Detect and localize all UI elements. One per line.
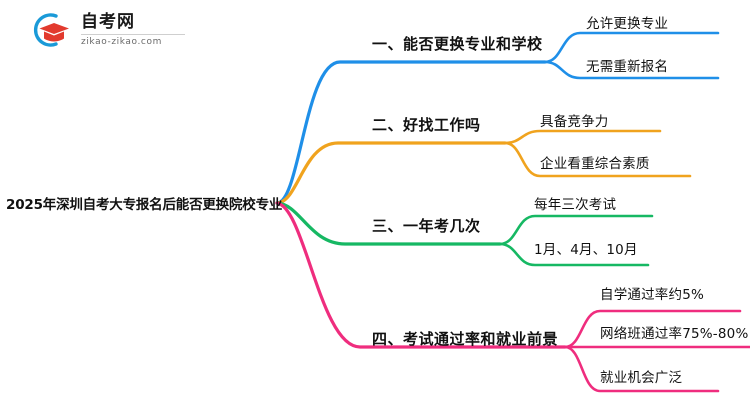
logo-domain: zikao-zikao.com [81,36,162,47]
branch-1-leaf-2-connector [543,60,720,80]
logo-divider [81,33,185,35]
leaf-node-2-2[interactable]: 企业看重综合素质 [540,156,650,172]
leaf-node-4-2[interactable]: 网络班通过率75%-80% [600,326,749,342]
leaf-node-4-3[interactable]: 就业机会广泛 [600,370,683,386]
branch-node-2[interactable]: 二、好找工作吗 [372,116,481,134]
site-logo: 自考网 zikao-zikao.com [30,10,185,50]
leaf-node-3-2[interactable]: 1月、4月、10月 [534,242,638,258]
branch-node-4[interactable]: 四、考试通过率和就业前景 [372,330,559,348]
leaf-node-1-1[interactable]: 允许更换专业 [586,16,669,32]
mindmap-root-label: 2025年深圳自考大专报名后能否更换院校专业 [6,197,283,213]
leaf-node-1-2[interactable]: 无需重新报名 [586,59,669,75]
branch-2-leaf-1-connector [503,129,662,145]
branch-4-leaf-3-connector [563,345,720,393]
branch-3-leaf-2-connector [498,242,650,267]
graduation-cap-logo-icon [30,10,74,50]
branch-4-connector [275,201,567,349]
branch-3-connector [275,201,502,246]
branch-1-connector [275,60,547,205]
branch-node-1[interactable]: 一、能否更换专业和学校 [372,35,543,53]
branch-3-leaf-1-connector [498,214,654,246]
logo-title: 自考网 [81,11,135,32]
branch-node-3[interactable]: 三、一年考几次 [372,217,481,235]
branch-2-connector [275,141,507,205]
leaf-node-2-1[interactable]: 具备竞争力 [540,114,609,130]
leaf-node-4-1[interactable]: 自学通过率约5% [600,287,705,303]
leaf-node-3-1[interactable]: 每年三次考试 [534,197,617,213]
branch-2-leaf-2-connector [503,141,692,178]
branch-1-leaf-1-connector [543,31,720,64]
